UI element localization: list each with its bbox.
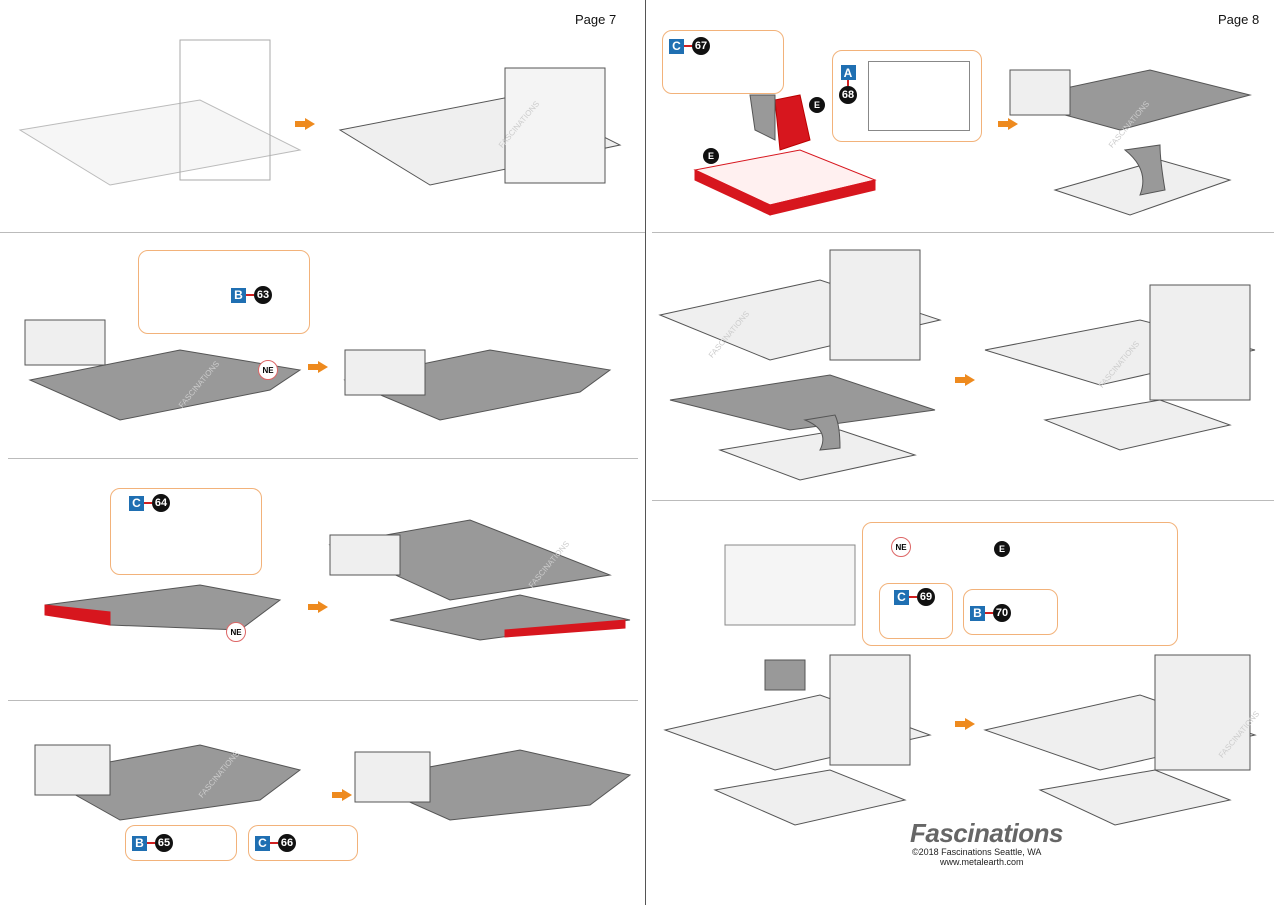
website-link[interactable]: www.metalearth.com <box>940 857 1024 867</box>
page-divider <box>645 0 646 905</box>
e-tag: E <box>809 97 825 113</box>
part-callout: NE E C 69 B 70 <box>862 522 1178 646</box>
next-arrow <box>308 361 328 373</box>
part-callout: B 65 <box>125 825 237 861</box>
part-callout: C 64 <box>110 488 262 575</box>
sheet-badge: B <box>132 835 147 851</box>
next-arrow <box>295 118 315 130</box>
brand-logo: Fascinations <box>910 818 1063 848</box>
part-number: 66 <box>278 834 296 852</box>
part-label-68: A 68 <box>839 65 857 104</box>
step-divider <box>8 700 638 701</box>
e-tag: E <box>703 148 719 164</box>
sheet-badge: B <box>231 287 246 303</box>
next-arrow <box>332 789 352 801</box>
part-label-66: C 66 <box>255 834 296 852</box>
part-number: 63 <box>254 286 272 304</box>
step-divider <box>8 458 638 459</box>
copyright: ©2018 Fascinations Seattle, WA <box>912 847 1042 857</box>
e-tag: E <box>994 541 1010 557</box>
part-callout: C 67 <box>662 30 784 94</box>
part-label-69: C 69 <box>894 588 935 606</box>
next-arrow <box>998 118 1018 130</box>
sheet-badge: C <box>255 835 270 851</box>
ne-tag: NE <box>226 622 246 642</box>
part-callout: B 70 <box>963 589 1058 635</box>
next-arrow <box>955 374 975 386</box>
sheet-badge: C <box>894 589 909 605</box>
part-number: 67 <box>692 37 710 55</box>
ne-tag: NE <box>891 537 911 557</box>
sheet-badge: A <box>840 65 856 80</box>
sheet-badge: C <box>669 38 684 54</box>
page-number-7: Page 7 <box>575 12 617 27</box>
step-divider <box>652 232 1274 233</box>
part-label-63: B 63 <box>231 286 272 304</box>
next-arrow <box>308 601 328 613</box>
part-callout: C 69 <box>879 583 953 639</box>
part-outline <box>868 61 970 131</box>
sheet-badge: B <box>970 605 985 621</box>
next-arrow <box>955 718 975 730</box>
step-divider <box>652 500 1274 501</box>
part-label-65: B 65 <box>132 834 173 852</box>
part-callout: A 68 <box>832 50 982 142</box>
step-divider <box>0 232 645 233</box>
part-label-70: B 70 <box>970 604 1011 622</box>
sheet-badge: C <box>129 495 144 511</box>
part-number: 65 <box>155 834 173 852</box>
part-number: 69 <box>917 588 935 606</box>
page-number-8: Page 8 <box>1218 12 1260 27</box>
part-label-64: C 64 <box>129 494 170 512</box>
ne-tag: NE <box>258 360 278 380</box>
part-number: 64 <box>152 494 170 512</box>
part-callout: B 63 <box>138 250 310 334</box>
part-label-67: C 67 <box>669 37 710 55</box>
part-number: 70 <box>993 604 1011 622</box>
part-number: 68 <box>839 86 857 104</box>
part-callout: C 66 <box>248 825 358 861</box>
